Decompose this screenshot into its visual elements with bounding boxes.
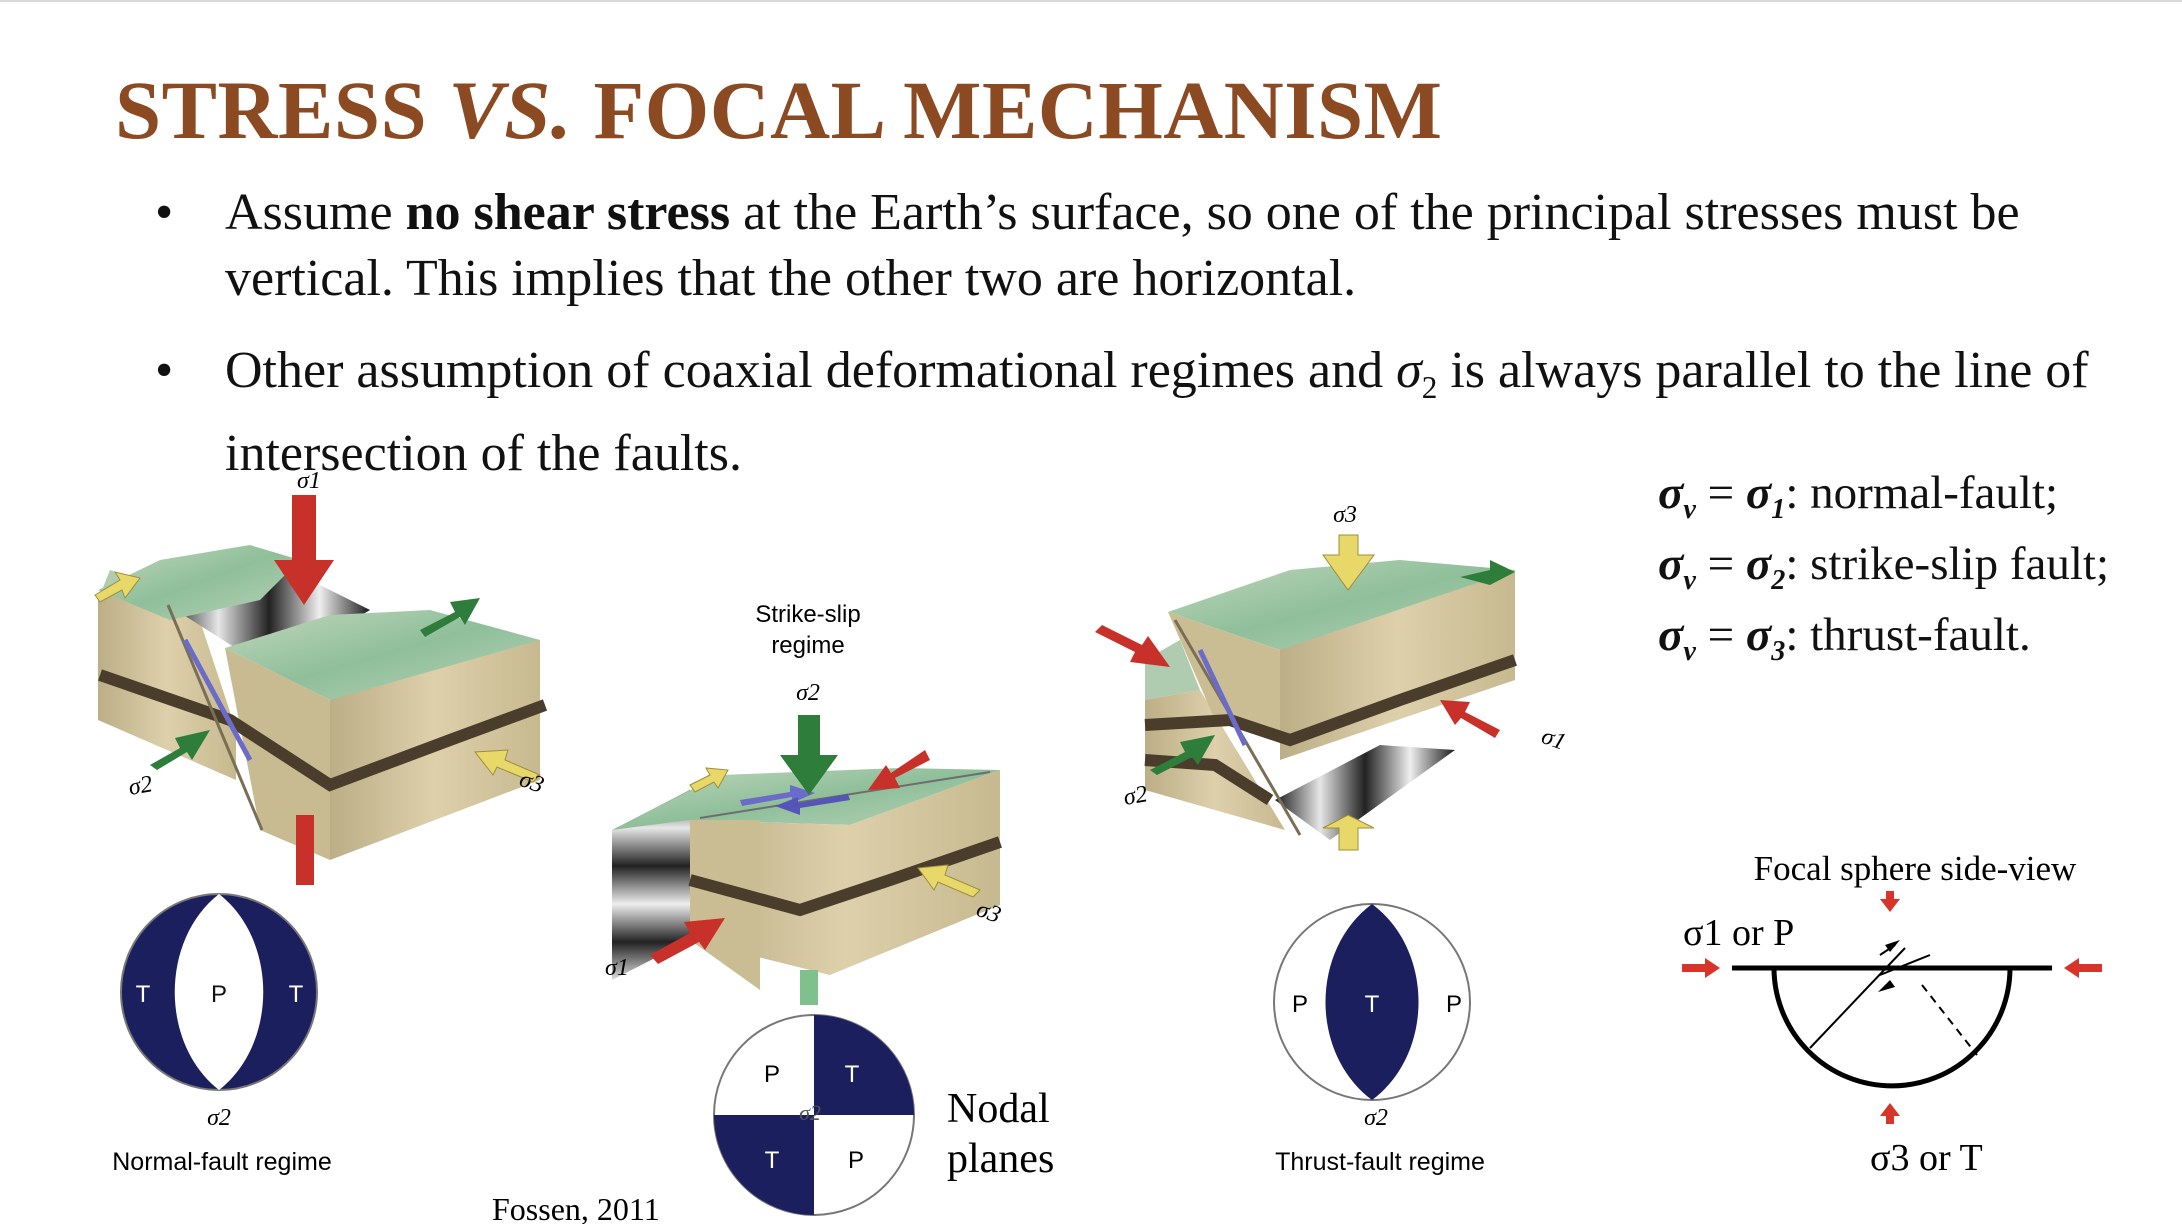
thrust-sigma2-arrow-right bbox=[1460, 560, 1515, 585]
normal-sigma2-arrow-left bbox=[150, 730, 210, 770]
normal-fault-block bbox=[94, 495, 548, 885]
normal-sigma1-tail bbox=[296, 815, 314, 885]
thrust-sigma3-label: σ3 bbox=[1333, 502, 1357, 528]
strike-slip-layer bbox=[688, 836, 1002, 917]
strike-slip-bb-tl: P bbox=[764, 1061, 780, 1088]
normal-sigma2-arrow-right bbox=[420, 598, 480, 637]
focal-dashed-line bbox=[1921, 984, 1978, 1056]
normal-upper-top bbox=[98, 545, 300, 620]
stress-relations: σv = σ1: normal-fault; σv = σ2: strike-s… bbox=[1658, 466, 2109, 679]
relation-thrust: σv = σ3: thrust-fault. bbox=[1658, 608, 2031, 667]
normal-beachball: T P T bbox=[120, 893, 318, 1091]
normal-slip-arrow bbox=[182, 638, 253, 762]
focal-fault-line bbox=[1809, 947, 1906, 1049]
thrust-bb-left: P bbox=[1292, 991, 1308, 1018]
normal-sigma3-arrow bbox=[474, 749, 541, 783]
normal-left-side bbox=[98, 560, 236, 780]
thrust-fault-block bbox=[1095, 534, 1517, 851]
relation-normal: σv = σ1: normal-fault; bbox=[1658, 467, 2059, 525]
strike-slip-bb-bl: T bbox=[765, 1147, 780, 1174]
nodal-label-2: planes bbox=[947, 1136, 1054, 1182]
thrust-bb-tension bbox=[1325, 904, 1419, 1100]
focal-hemisphere bbox=[1771, 967, 2013, 1089]
strike-slip-sigma1-arrow-bottom bbox=[650, 918, 725, 964]
focal-top-arrow bbox=[1880, 891, 1900, 912]
strike-slip-front bbox=[690, 820, 760, 990]
strike-slip-beachball: P T T P σ2 bbox=[713, 1014, 915, 1216]
strike-slip-sigma3-arrow-left bbox=[689, 767, 729, 793]
normal-sigma1-label: σ1 bbox=[297, 468, 321, 494]
thrust-sigma3-arrow-bottom bbox=[1322, 814, 1375, 851]
normal-marker-layer bbox=[98, 669, 548, 792]
strike-slip-bb-quadrant-bl bbox=[714, 1115, 814, 1215]
strike-slip-sigma2-tail bbox=[800, 970, 818, 1005]
strike-slip-label-2: regime bbox=[771, 632, 844, 659]
strike-slip-block bbox=[612, 715, 1002, 1005]
strike-slip-bb-center: σ2 bbox=[799, 1100, 821, 1125]
bullet-dot: • bbox=[155, 184, 174, 241]
thrust-beachball: P T P bbox=[1273, 903, 1471, 1101]
thrust-bb-right: P bbox=[1446, 991, 1462, 1018]
thrust-slip-arrow bbox=[1197, 648, 1248, 747]
thrust-sigma1-arrow-right bbox=[1440, 700, 1500, 738]
focal-right-arrow bbox=[2064, 958, 2102, 978]
thrust-hanging-top bbox=[1168, 560, 1515, 650]
bullet-item-1: • Assume no shear stress at the Earth’s … bbox=[155, 180, 2105, 312]
bullet-dot: • bbox=[155, 342, 174, 399]
slide-title: STRESS VS. FOCAL MECHANISM bbox=[115, 64, 1443, 156]
strike-slip-bb-quadrant-tr bbox=[814, 1015, 914, 1115]
focal-sphere-side-view: Focal sphere side-view σ1 or P σ3 or T bbox=[1682, 849, 2102, 1179]
strike-slip-sigma2-arrow bbox=[780, 715, 838, 795]
normal-bb-center: P bbox=[211, 981, 227, 1008]
thrust-sigma1-label: σ1 bbox=[1538, 723, 1569, 756]
thrust-fault-scarp bbox=[1275, 745, 1455, 840]
focal-fault-tick bbox=[1879, 954, 1931, 976]
focal-left-arrow bbox=[1682, 958, 1720, 978]
nodal-label-1: Nodal bbox=[947, 1086, 1050, 1132]
strike-slip-label-1: Strike-slip bbox=[755, 601, 860, 628]
strike-slip-sigma3-arrow bbox=[917, 864, 981, 898]
thrust-layer-upper bbox=[1144, 654, 1517, 747]
normal-sigma3-arrow-left bbox=[94, 571, 141, 603]
strike-slip-sigma1-arrow-top bbox=[868, 750, 930, 790]
strike-slip-right-face bbox=[690, 770, 1000, 975]
strike-slip-groove bbox=[612, 790, 690, 980]
focal-sphere-title: Focal sphere side-view bbox=[1754, 849, 2077, 888]
focal-bottom-label: σ3 or T bbox=[1870, 1137, 1983, 1179]
relation-strike-slip: σv = σ2: strike-slip fault; bbox=[1658, 537, 2110, 596]
strike-slip-bb-br: P bbox=[848, 1147, 864, 1174]
thrust-sigma3-arrow bbox=[1322, 534, 1375, 591]
bullet-item-2: • Other assumption of coaxial deformatio… bbox=[155, 338, 2105, 487]
normal-sigma1-arrow bbox=[274, 495, 334, 605]
thrust-sigma1-arrow-left bbox=[1095, 625, 1170, 667]
focal-slip-arrowhead-down bbox=[1878, 980, 1895, 992]
bullet-list: • Assume no shear stress at the Earth’s … bbox=[155, 180, 2105, 513]
strike-slip-bb-tr: T bbox=[845, 1061, 860, 1088]
thrust-sigma2-arrow bbox=[1150, 735, 1215, 775]
strike-slip-sigma1-label: σ1 bbox=[605, 955, 629, 981]
focal-left-label: σ1 or P bbox=[1683, 912, 1794, 954]
normal-bb-right: T bbox=[289, 981, 304, 1008]
focal-slip-arrowhead-up bbox=[1885, 940, 1900, 952]
normal-caption: Normal-fault regime bbox=[112, 1148, 332, 1176]
strike-slip-slip-right bbox=[775, 794, 850, 815]
strike-slip-sigma2-label: σ2 bbox=[796, 680, 820, 706]
normal-bb-left: T bbox=[136, 981, 151, 1008]
thrust-bb-bottom: σ2 bbox=[1364, 1105, 1388, 1131]
thrust-hanging-front bbox=[1168, 612, 1280, 740]
thrust-caption: Thrust-fault regime bbox=[1275, 1148, 1485, 1176]
normal-bb-bottom: σ2 bbox=[207, 1105, 231, 1131]
citation: Fossen, 2011 bbox=[492, 1191, 660, 1224]
top-border bbox=[0, 0, 2182, 2]
focal-bottom-arrow bbox=[1880, 1103, 1900, 1124]
thrust-bb-center: T bbox=[1365, 991, 1380, 1018]
thrust-sigma2-label: σ2 bbox=[1122, 781, 1150, 811]
normal-beachball-pressure bbox=[174, 894, 264, 1090]
normal-sigma2-label: σ2 bbox=[127, 771, 155, 801]
thrust-hanging-face bbox=[1280, 570, 1515, 760]
